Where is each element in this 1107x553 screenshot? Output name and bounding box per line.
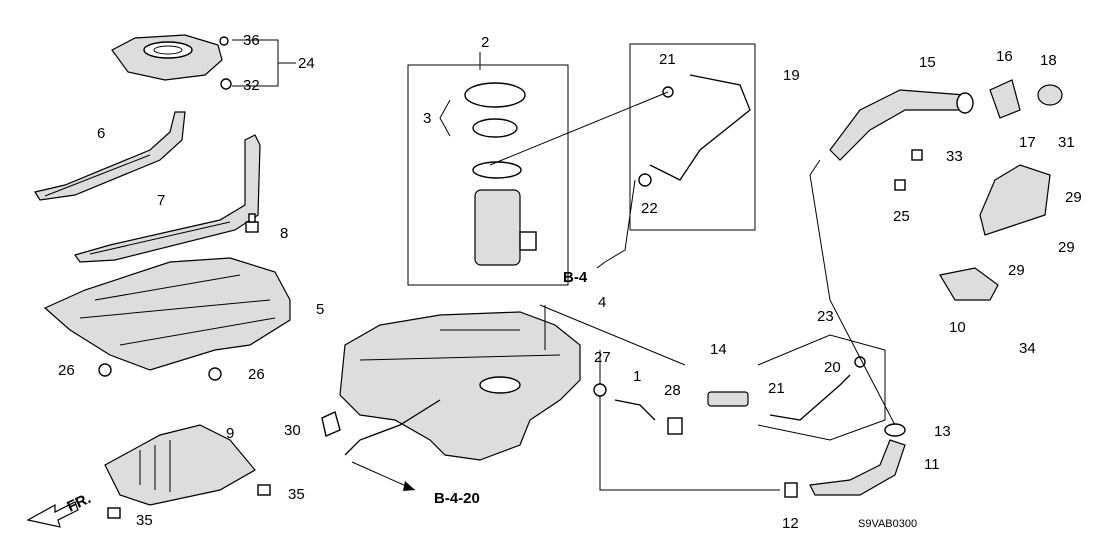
bolt-8	[245, 213, 259, 233]
callout-9: 9	[226, 425, 234, 442]
callout-21-top: 21	[659, 51, 676, 68]
clip-12	[784, 482, 798, 498]
clip-26b	[208, 367, 222, 381]
callout-17: 17	[1019, 134, 1036, 151]
callout-2: 2	[481, 34, 489, 51]
callout-20: 20	[824, 359, 841, 376]
callout-16: 16	[996, 48, 1013, 65]
clip-26a	[98, 363, 112, 377]
callout-18: 18	[1040, 52, 1057, 69]
callout-29-a: 29	[1065, 189, 1082, 206]
fuel-filter-14	[707, 391, 749, 407]
bolt-35b	[107, 507, 121, 519]
tank-strap-6	[34, 111, 186, 201]
callout-29-b: 29	[1058, 239, 1075, 256]
callout-13: 13	[934, 423, 951, 440]
hose-group-box	[757, 334, 886, 441]
cover-plate-part	[111, 34, 232, 90]
b4-arrow	[596, 261, 606, 269]
bracket-3	[439, 99, 451, 137]
fuel-hose-23	[769, 356, 866, 421]
callout-8: 8	[280, 225, 288, 242]
callout-34: 34	[1019, 340, 1036, 357]
fuel-pump-assembly	[464, 82, 537, 266]
fuel-line-group-box	[629, 43, 756, 231]
clamp-30	[321, 411, 341, 437]
fuel-tank	[339, 311, 581, 461]
tank-strap-7	[74, 134, 261, 263]
fuel-line-19	[638, 74, 751, 187]
callout-35-right: 35	[288, 486, 305, 503]
leader-b4	[604, 179, 636, 263]
under-shield-5	[43, 257, 291, 371]
callout-35-left: 35	[136, 512, 153, 529]
callout-1: 1	[633, 368, 641, 385]
callout-31: 31	[1058, 134, 1075, 151]
callout-23: 23	[817, 308, 834, 325]
pump-group-box	[407, 64, 569, 286]
callout-19: 19	[783, 67, 800, 84]
filler-neck-hose	[344, 399, 441, 456]
filler-hose-11	[809, 423, 906, 496]
callout-28: 28	[664, 382, 681, 399]
callout-24: 24	[298, 55, 315, 72]
ref-b4-20[interactable]: B-4-20	[434, 490, 480, 507]
callout-22: 22	[641, 200, 658, 217]
bracket-17	[979, 164, 1051, 236]
callout-12: 12	[782, 515, 799, 532]
callout-26-right: 26	[248, 366, 265, 383]
callout-30: 30	[284, 422, 301, 439]
filler-pipe-15	[829, 89, 974, 161]
callout-29-c: 29	[1008, 262, 1025, 279]
bolt-35a	[257, 484, 271, 496]
diagram-code: S9VAB0300	[858, 518, 917, 530]
callout-11: 11	[924, 456, 940, 473]
callout-7: 7	[157, 192, 165, 209]
callout-33: 33	[946, 148, 963, 165]
filler-leader	[809, 159, 896, 426]
bolt-33	[911, 149, 923, 161]
callout-14: 14	[710, 341, 727, 358]
callout-25: 25	[893, 208, 910, 225]
callout-26-left: 26	[58, 362, 75, 379]
fuel-cap-16	[989, 79, 1021, 119]
callout-6: 6	[97, 125, 105, 142]
bracket-10	[939, 267, 999, 301]
callout-5: 5	[316, 301, 324, 318]
callout-32: 32	[243, 77, 260, 94]
callout-10: 10	[949, 319, 966, 336]
leader-21-pump	[489, 91, 669, 166]
callout-3: 3	[423, 110, 431, 127]
lid-opener-18	[1037, 84, 1063, 106]
callout-15: 15	[919, 54, 936, 71]
callout-4: 4	[598, 294, 606, 311]
b420-arrow	[351, 461, 416, 491]
bolt-25	[894, 179, 906, 191]
front-label: FR.	[65, 490, 94, 516]
ref-b4[interactable]: B-4	[563, 269, 588, 286]
under-shield-9	[104, 424, 256, 506]
hose-1	[593, 383, 683, 435]
callout-36: 36	[243, 32, 260, 49]
callout-21-bottom: 21	[768, 380, 785, 397]
callout-27: 27	[594, 349, 611, 366]
front-arrow-icon	[26, 501, 79, 528]
